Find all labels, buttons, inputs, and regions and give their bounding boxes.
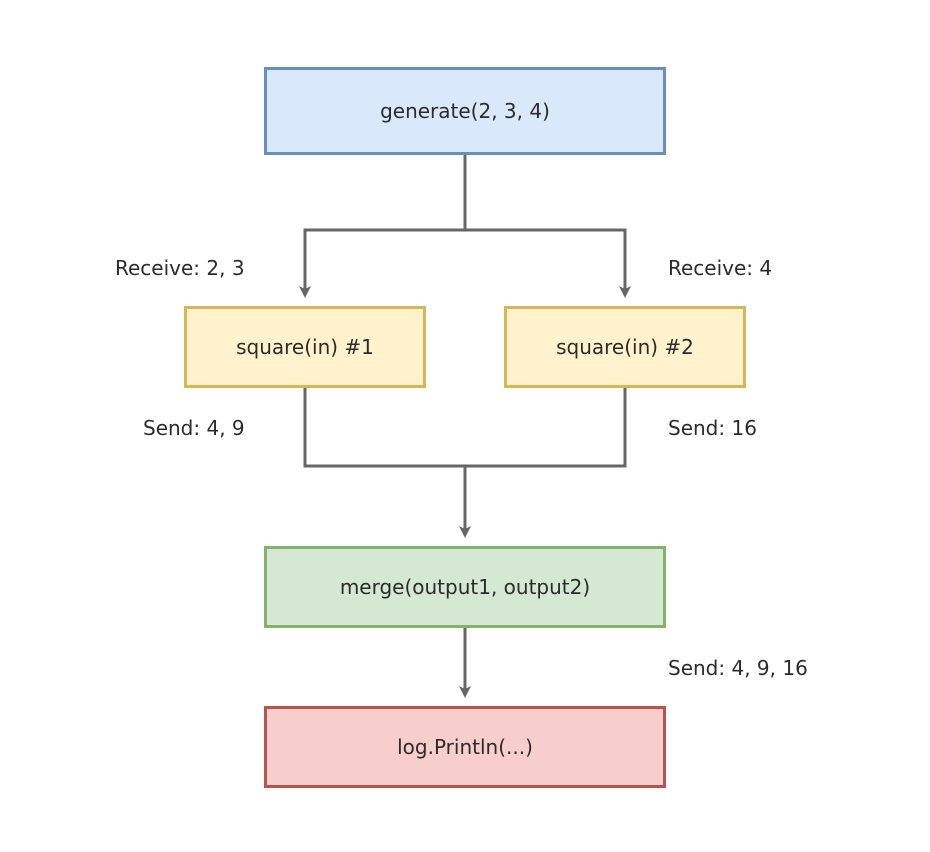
square1-node-label: square(in) #1: [236, 335, 374, 359]
merge-node: merge(output1, output2): [264, 546, 666, 628]
send2-label: Send: 16: [668, 416, 757, 440]
receive2-label: Receive: 4: [668, 256, 773, 280]
edge-square2-to-join: [465, 388, 627, 468]
send1-label: Send: 4, 9: [143, 416, 245, 440]
generate-node: generate(2, 3, 4): [264, 67, 666, 155]
square2-node-label: square(in) #2: [556, 335, 694, 359]
send3-label: Send: 4, 9, 16: [668, 656, 808, 680]
merge-node-label: merge(output1, output2): [339, 575, 591, 599]
square1-node: square(in) #1: [184, 306, 426, 388]
receive1-label: Receive: 2, 3: [115, 256, 245, 280]
println-node-label: log.Println(...): [397, 735, 533, 759]
square2-node: square(in) #2: [504, 306, 746, 388]
edge-split-to-square1: [299, 228, 465, 298]
generate-node-label: generate(2, 3, 4): [380, 99, 550, 123]
edge-split-to-square2: [465, 228, 631, 298]
println-node: log.Println(...): [264, 706, 666, 788]
edge-square1-to-join: [303, 388, 465, 468]
